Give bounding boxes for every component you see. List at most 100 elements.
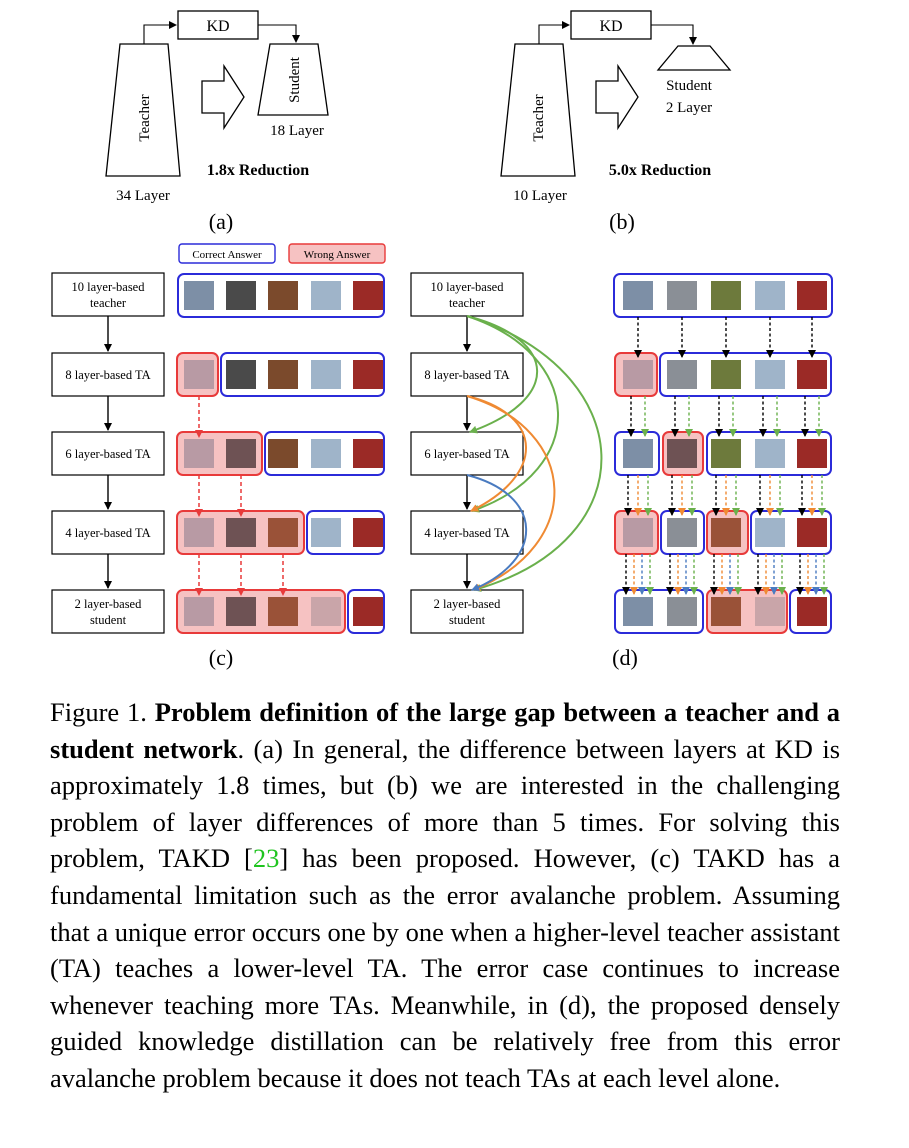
kd-out-arrow: [258, 24, 300, 43]
correct-group: [347, 589, 385, 634]
student-layers: 18 Layer: [270, 123, 324, 139]
panel-d-green-arrows: [641, 396, 828, 595]
dog-image: [755, 360, 785, 389]
correct-group: [750, 510, 832, 555]
legend: Correct Answer Wrong Answer: [178, 243, 386, 264]
figure-1: Teacher Student KD 18 Layer 1.8x Reducti…: [51, 10, 833, 670]
panel-a-label: (a): [209, 209, 233, 234]
rooster-image: [268, 518, 298, 547]
dog-image: [311, 281, 341, 310]
student-trapezoid: [656, 45, 732, 71]
panel-d-label: (d): [612, 645, 638, 670]
dog-image: [311, 518, 341, 547]
car-image: [667, 281, 697, 310]
airplane-image: [184, 518, 214, 547]
car-image: [226, 597, 256, 626]
node-label: 8 layer-based TA: [65, 368, 150, 382]
node-box: [51, 352, 165, 397]
reduction-text: 5.0x Reduction: [609, 162, 711, 179]
kd-in-arrow: [143, 21, 177, 44]
truck-image: [797, 597, 827, 626]
node-label-line2: teacher: [90, 296, 127, 310]
caption-text-continued: ] has been proposed. However, (c) TAKD h…: [50, 843, 840, 1093]
rooster-image: [268, 281, 298, 310]
node-label-line2: student: [90, 613, 127, 627]
correct-group: [220, 352, 385, 397]
panel-dense-graph: 10 layer-based teacher 8 layer-based TA …: [410, 272, 603, 634]
panel-c: 10 layer-based teacher 8 layer-based TA …: [51, 272, 385, 670]
node-label-line1: 10 layer-based: [72, 280, 146, 294]
teacher-layers: 10 Layer: [513, 188, 567, 204]
airplane-image: [623, 597, 653, 626]
node-label: 4 layer-based TA: [65, 526, 150, 540]
node-box: [51, 272, 165, 317]
airplane-image: [184, 360, 214, 389]
truck-image: [797, 281, 827, 310]
node-label-line1: 2 layer-based: [75, 597, 142, 611]
panel-c-images: [184, 281, 383, 626]
correct-group: [306, 510, 385, 555]
airplane-image: [623, 360, 653, 389]
airplane-image: [623, 439, 653, 468]
citation-link[interactable]: 23: [252, 843, 280, 874]
caption-title: Problem definition of the large gap betw…: [50, 697, 841, 764]
node-box: [51, 589, 165, 634]
node-label-line2: student: [449, 613, 486, 627]
kd-label: KD: [206, 18, 229, 35]
airplane-image: [623, 518, 653, 547]
rooster-image: [711, 518, 741, 547]
correct-group: [614, 589, 704, 634]
correct-group: [177, 273, 385, 318]
airplane-image: [184, 597, 214, 626]
panel-d-orange-arrows: [630, 475, 816, 595]
panel-d-black-arrows: [622, 317, 816, 595]
car-image: [667, 439, 697, 468]
truck-image: [797, 439, 827, 468]
truck-image: [797, 360, 827, 389]
truck-image: [353, 439, 383, 468]
panel-a: Teacher Student KD 18 Layer 1.8x Reducti…: [105, 10, 329, 234]
dense-arrows-blue: [466, 474, 527, 592]
truck-image: [353, 281, 383, 310]
dense-arrows-green: [466, 315, 603, 592]
truck-image: [353, 518, 383, 547]
node-box: [410, 589, 524, 634]
panel-c-error-arrows: [195, 396, 287, 596]
correct-group: [613, 273, 833, 318]
airplane-image: [184, 439, 214, 468]
dog-image: [755, 518, 785, 547]
teacher-trapezoid: [105, 43, 181, 177]
rooster-image: [711, 439, 741, 468]
teacher-trapezoid: [500, 43, 576, 177]
teacher-label: Teacher: [137, 94, 153, 141]
figure-caption: Figure 1. Problem definition of the larg…: [50, 694, 840, 1097]
student-label: Student: [666, 78, 713, 94]
car-image: [226, 518, 256, 547]
rooster-image: [711, 597, 741, 626]
panel-c-label: (c): [209, 645, 233, 670]
correct-group: [264, 431, 385, 476]
legend-correct-label: Correct Answer: [192, 249, 262, 261]
dense-arrows-orange: [466, 395, 556, 592]
rooster-image: [268, 360, 298, 389]
node-box: [51, 431, 165, 476]
legend-correct-box: [178, 243, 276, 264]
dog-image: [755, 281, 785, 310]
dog-image: [755, 597, 785, 626]
dense-arrow: [466, 315, 603, 592]
node-label: 6 layer-based TA: [65, 447, 150, 461]
node-label: 8 layer-based TA: [424, 368, 509, 382]
dense-arrow: [466, 315, 559, 513]
correct-group: [614, 431, 660, 476]
node-box: [410, 510, 524, 555]
panel-b: Teacher KD Student 2 Layer 5.0x Reductio…: [500, 10, 732, 234]
dog-image: [311, 439, 341, 468]
node-label-line1: 10 layer-based: [431, 280, 505, 294]
car-image: [667, 597, 697, 626]
kd-label: KD: [599, 18, 622, 35]
node-label: 4 layer-based TA: [424, 526, 509, 540]
node-label-line2: teacher: [449, 296, 486, 310]
student-label: Student: [287, 56, 303, 103]
legend-wrong-label: Wrong Answer: [304, 249, 371, 261]
truck-image: [353, 597, 383, 626]
